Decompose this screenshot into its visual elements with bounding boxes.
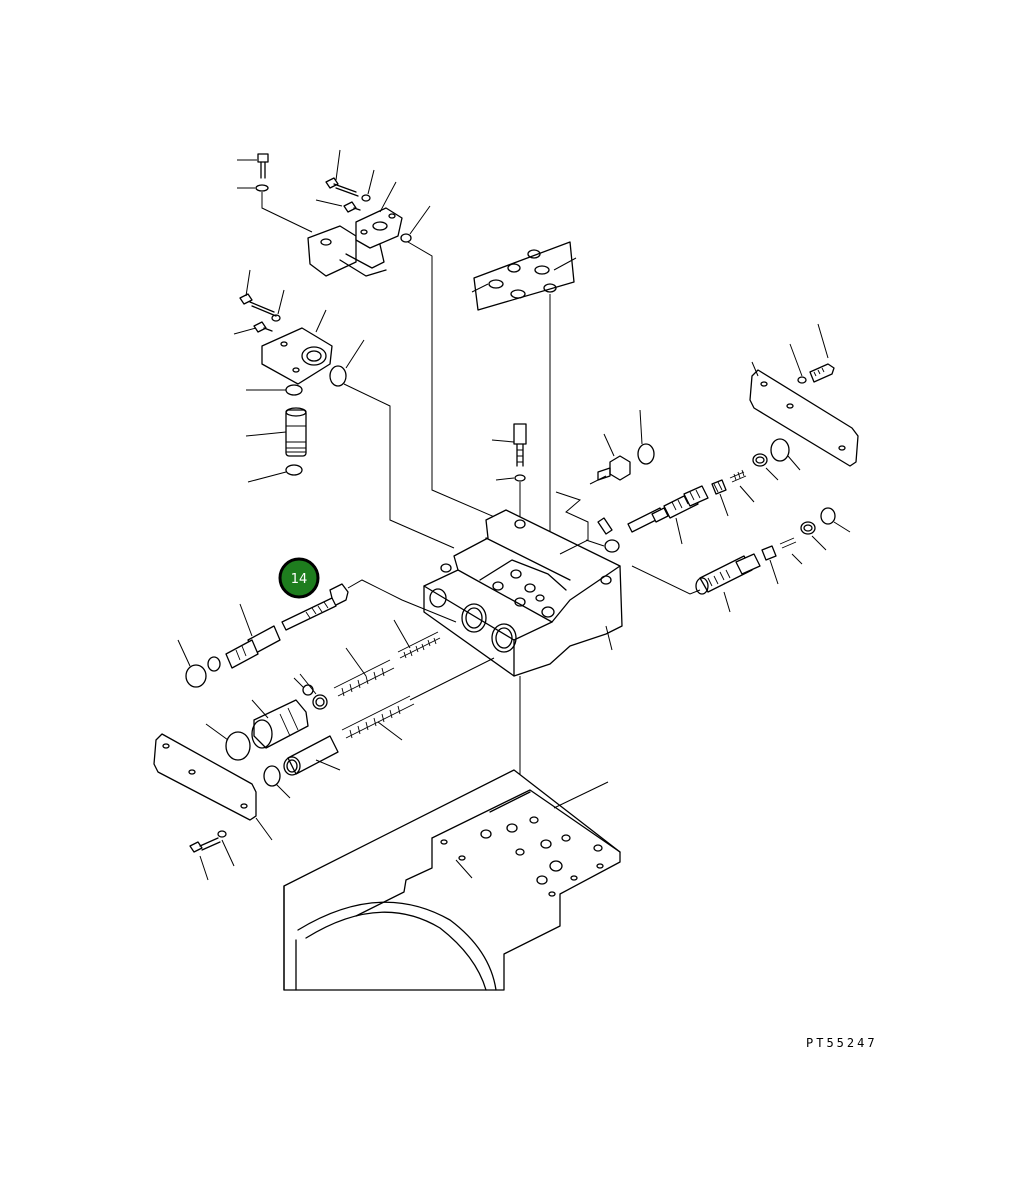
right-cover-plate — [749, 323, 859, 471]
spool-assembly-lower — [631, 507, 851, 613]
figure-code: PT55247 — [806, 1036, 878, 1050]
center-bolt — [491, 423, 527, 522]
spool-assembly-upper — [585, 409, 779, 553]
transmission-case — [283, 676, 621, 991]
left-spools-springs — [153, 579, 495, 881]
elbow-pipe-assembly — [237, 149, 521, 529]
callout-14-label: 14 — [291, 572, 308, 587]
valve-body — [423, 491, 623, 677]
flange-sleeve-assembly — [233, 269, 455, 549]
callout-14[interactable]: 14 — [278, 557, 320, 599]
